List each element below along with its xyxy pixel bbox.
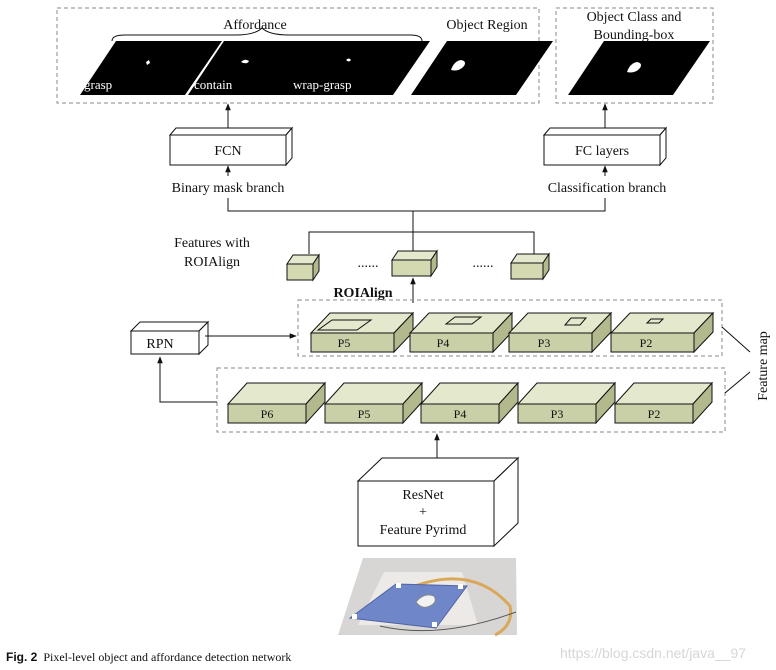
fcn-label: FCN bbox=[214, 144, 241, 159]
object-class-label: Object Class and bbox=[587, 10, 682, 25]
contain-label: contain bbox=[194, 77, 233, 92]
lower-p3-label: P3 bbox=[551, 407, 564, 421]
caption-text: Pixel-level object and affordance detect… bbox=[43, 650, 292, 664]
lower-slab-p2 bbox=[613, 381, 714, 425]
rpn-box bbox=[130, 330, 200, 355]
roi-feature-cube-2 bbox=[391, 249, 438, 278]
contain-mask-blob bbox=[241, 59, 249, 64]
rpn-box-top bbox=[129, 321, 210, 332]
fc-box-top bbox=[542, 127, 668, 136]
branch-connector bbox=[227, 198, 606, 212]
features-to-rpn-arrow bbox=[157, 356, 217, 403]
lower-p4-label: P4 bbox=[454, 407, 467, 421]
feature-map-connector-top bbox=[721, 326, 751, 353]
input-blue-plate bbox=[348, 583, 468, 629]
fcn-box-top bbox=[168, 127, 294, 136]
backbone-box-top bbox=[356, 457, 520, 482]
feature-pyramid-label: Feature Pyrimd bbox=[380, 523, 467, 538]
dots-left: ...... bbox=[358, 256, 379, 271]
lower-p5-label: P5 bbox=[358, 407, 371, 421]
bounding-box-label: Bounding-box bbox=[594, 28, 675, 43]
lower-slab-p6 bbox=[226, 381, 327, 425]
dots-right: ...... bbox=[473, 256, 494, 271]
upper-slab-p3 bbox=[507, 311, 613, 354]
plus-label: + bbox=[419, 505, 427, 520]
roialign-label: ROIAlign bbox=[333, 286, 392, 301]
lower-slab-p4 bbox=[419, 381, 520, 425]
figure-number: Fig. 2 bbox=[6, 650, 38, 664]
upper-slab-p2 bbox=[609, 311, 715, 354]
roi-feature-cube-3 bbox=[510, 252, 550, 281]
object-class-output-box bbox=[555, 7, 714, 104]
affordance-label: Affordance bbox=[223, 18, 287, 33]
fc-box-side bbox=[659, 126, 667, 167]
roi-feature-cube-1 bbox=[286, 253, 320, 282]
lower-feature-map-box bbox=[216, 367, 726, 433]
contain-mask-panel bbox=[188, 41, 330, 95]
fc-layers-box bbox=[543, 134, 661, 166]
upper-p2-label: P2 bbox=[640, 336, 653, 350]
feature-map-label: Feature map bbox=[756, 331, 771, 401]
features-with-label: Features with bbox=[174, 236, 250, 251]
lower-p2-label: P2 bbox=[648, 407, 661, 421]
grasp-label: grasp bbox=[84, 77, 112, 92]
grasp-mask-blob bbox=[146, 60, 150, 65]
binary-mask-branch-label: Binary mask branch bbox=[172, 181, 285, 196]
wrap-grasp-label: wrap-grasp bbox=[293, 77, 351, 92]
affordance-brace bbox=[111, 27, 423, 42]
input-image bbox=[338, 558, 517, 637]
upper-slab-p5 bbox=[309, 311, 415, 354]
lower-p6-label: P6 bbox=[261, 407, 274, 421]
lower-slab-p5 bbox=[323, 381, 424, 425]
grasp-mask-panel bbox=[80, 41, 222, 95]
feature-map-connector-bottom bbox=[724, 371, 751, 394]
object-region-label: Object Region bbox=[446, 18, 527, 33]
upper-p5-label: P5 bbox=[338, 336, 351, 350]
object-region-mask-panel bbox=[411, 41, 553, 95]
lower-slab-p3 bbox=[516, 381, 617, 425]
features-roialign-label: ROIAlign bbox=[184, 255, 240, 270]
classification-branch-label: Classification branch bbox=[548, 181, 667, 196]
affordance-output-box bbox=[56, 7, 540, 104]
upper-slab-p4 bbox=[408, 311, 514, 354]
fcn-box bbox=[169, 134, 287, 166]
watermark: https://blog.csdn.net/java__97 bbox=[560, 645, 747, 661]
upper-feature-map-box bbox=[297, 299, 723, 357]
wrap-grasp-mask-panel bbox=[288, 41, 430, 95]
object-region-blob bbox=[451, 60, 465, 71]
bbox-blob bbox=[627, 62, 641, 73]
wrap-grasp-mask-blob bbox=[346, 58, 351, 62]
fcn-box-side bbox=[285, 126, 293, 167]
backbone-box bbox=[357, 480, 495, 547]
upper-p4-label: P4 bbox=[437, 336, 450, 350]
fc-layers-label: FC layers bbox=[575, 144, 629, 159]
figure-caption: Fig. 2 Pixel-level object and affordance … bbox=[6, 650, 291, 665]
resnet-label: ResNet bbox=[402, 488, 443, 503]
rpn-label: RPN bbox=[146, 337, 173, 352]
roi-connector bbox=[308, 231, 535, 254]
upper-p3-label: P3 bbox=[538, 336, 551, 350]
